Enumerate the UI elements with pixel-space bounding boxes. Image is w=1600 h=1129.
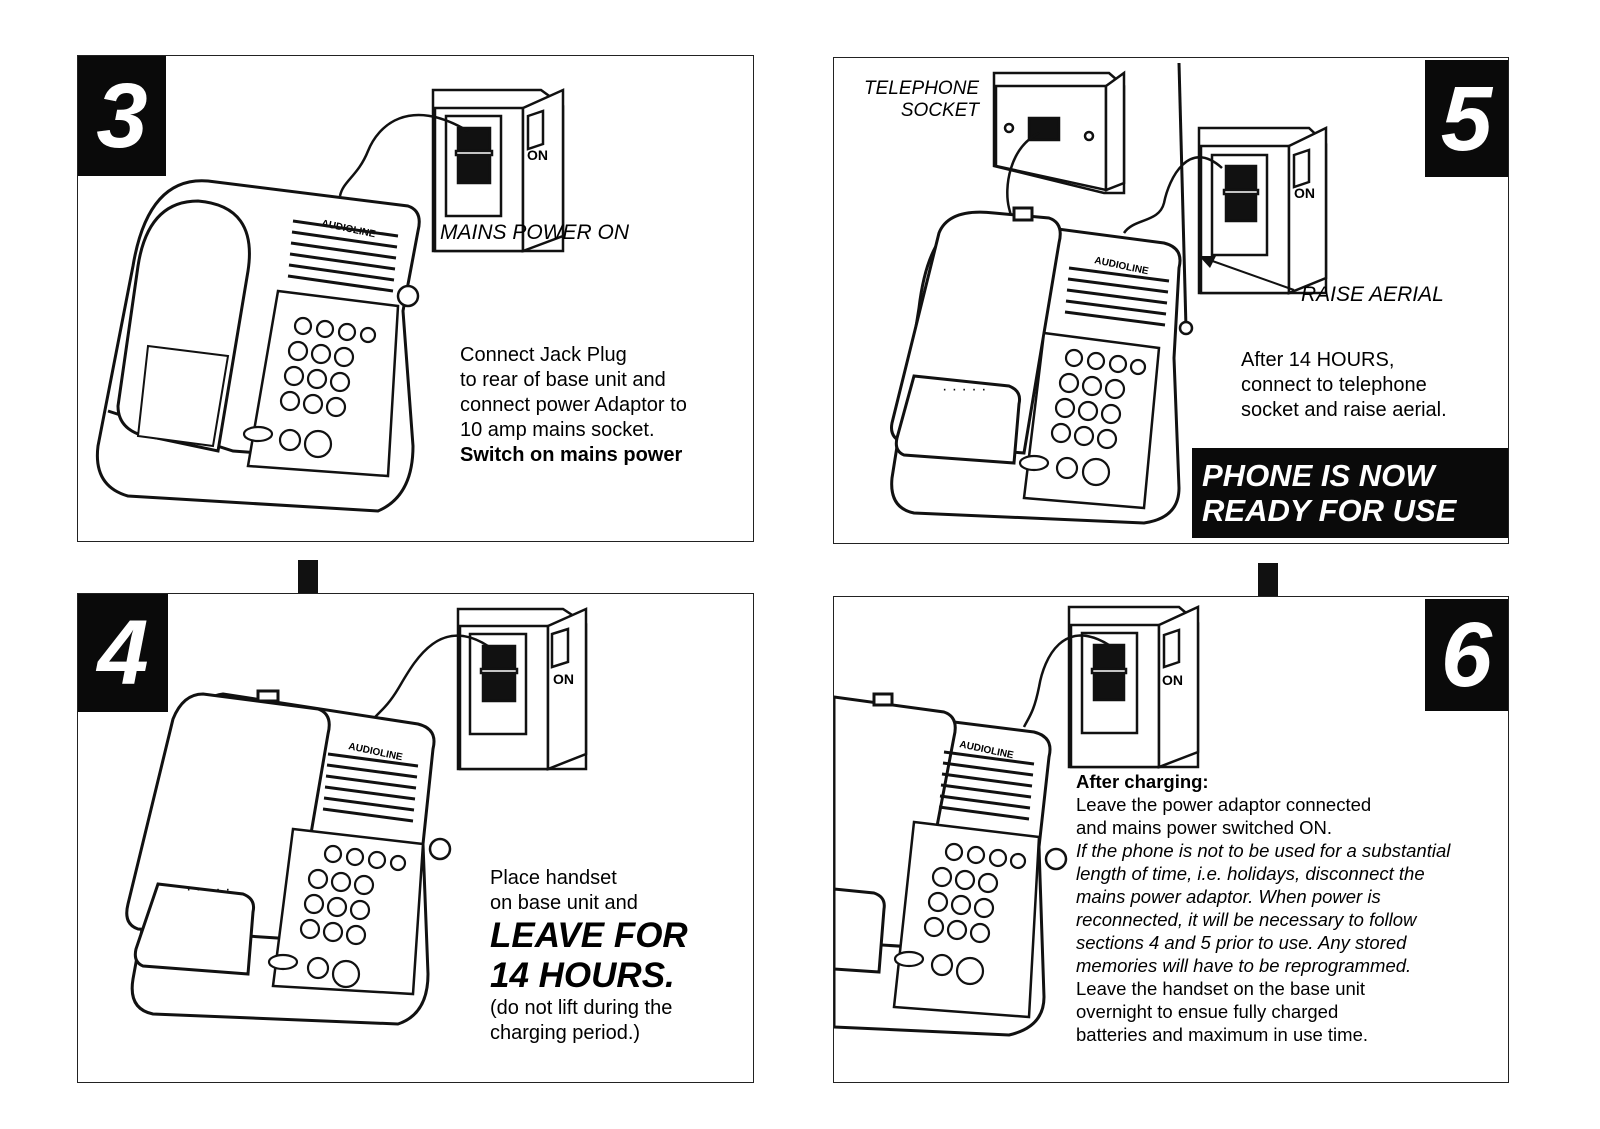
speaker-grille	[322, 752, 419, 823]
telephone-socket-label: TELEPHONE SOCKET	[864, 78, 979, 122]
wall-socket-icon	[1067, 605, 1200, 769]
keypad-buttons	[893, 842, 1027, 986]
phone-with-handset-illustration: ON · · · · · AUDIOLINE	[125, 607, 588, 1026]
panel-step-5: 5 TELEPHONE SOCKET ON	[833, 57, 1509, 544]
socket-label-line: TELEPHONE	[864, 78, 980, 99]
wall-socket-icon	[1197, 126, 1328, 295]
phone-ready-banner: PHONE IS NOW READY FOR USE	[1192, 448, 1508, 538]
text-line-italic: mains power adaptor. When power is	[1076, 886, 1381, 907]
switch-on-label: ON	[1294, 185, 1315, 201]
panel-step-6: 6 ON AUDIOLINE	[833, 596, 1509, 1083]
switch-on-label: ON	[553, 671, 574, 687]
speaker-grille	[938, 750, 1035, 821]
text-line: (do not lift during the	[490, 997, 673, 1019]
step-5-instructions: After 14 HOURS, connect to telephone soc…	[1241, 348, 1447, 423]
switch-on-label: ON	[527, 147, 548, 163]
telephone-socket-icon	[992, 70, 1126, 195]
text-line: overnight to ensue fully charged	[1076, 1001, 1339, 1022]
text-line: connect to telephone	[1241, 374, 1427, 396]
phone-base-illustration: ON AUDIOLINE	[95, 88, 565, 513]
text-line: After 14 HOURS,	[1241, 349, 1395, 371]
text-line: 10 amp mains socket.	[460, 419, 655, 441]
text-line: to rear of base unit and	[460, 369, 666, 391]
keypad-buttons	[1018, 348, 1147, 487]
speaker-grille	[1064, 266, 1170, 327]
switch-on-label: ON	[1162, 672, 1183, 688]
text-line: Place handset	[490, 867, 617, 889]
step-number-5: 5	[1425, 60, 1508, 177]
text-line: socket and raise aerial.	[1241, 399, 1447, 421]
text-line-bold: Switch on mains power	[460, 444, 683, 466]
socket-label-line: SOCKET	[900, 100, 979, 121]
ready-line: READY FOR USE	[1202, 493, 1457, 528]
phone-with-aerial-illustration: ON · · · · · AUDIOLINE	[890, 62, 1328, 525]
text-line: connect power Adaptor to	[460, 394, 687, 416]
svg-text:· · · · ·: · · · · ·	[186, 881, 230, 898]
step-3-instructions: Connect Jack Plug to rear of base unit a…	[460, 343, 687, 468]
after-charging-heading: After charging:	[1076, 771, 1209, 792]
text-line-italic: memories will have to be reprogrammed.	[1076, 955, 1412, 976]
panel-step-4: 4 ON · · · · · AUDIOLINE	[77, 593, 754, 1083]
wall-socket-icon	[456, 607, 588, 771]
step-number-4: 4	[78, 594, 168, 712]
text-line-italic: sections 4 and 5 prior to use. Any store…	[1076, 932, 1407, 953]
raise-aerial-label: RAISE AERIAL	[1301, 283, 1444, 306]
speaker-grille	[287, 219, 399, 293]
phone-base-partial-illustration: ON AUDIOLINE	[834, 605, 1200, 1037]
step-4-instructions: Place handset on base unit and LEAVE FOR…	[490, 866, 688, 1046]
text-line-italic: length of time, i.e. holidays, disconnec…	[1076, 863, 1425, 884]
keypad-buttons	[267, 844, 407, 989]
text-line: Leave the power adaptor connected	[1076, 794, 1372, 815]
keypad-buttons	[242, 316, 377, 459]
text-line: charging period.)	[490, 1022, 641, 1044]
text-line: Connect Jack Plug	[460, 344, 627, 366]
text-line-italic: If the phone is not to be used for a sub…	[1076, 840, 1451, 861]
text-line: and mains power switched ON.	[1076, 817, 1333, 838]
text-line: on base unit and	[490, 892, 638, 914]
hours-text: 14 HOURS.	[490, 956, 675, 995]
text-line: batteries and maximum in use time.	[1076, 1024, 1369, 1045]
text-line: Leave the handset on the base unit	[1076, 978, 1366, 999]
step-number-3: 3	[78, 56, 166, 176]
text-line-italic: reconnected, it will be necessary to fol…	[1076, 909, 1417, 930]
leave-for-text: LEAVE FOR	[490, 916, 688, 955]
mains-power-label: MAINS POWER ON	[440, 221, 630, 244]
step-6-instructions: After charging: Leave the power adaptor …	[1076, 770, 1450, 1046]
ready-line: PHONE IS NOW	[1202, 458, 1435, 493]
step-number-6: 6	[1425, 599, 1508, 711]
panel-step-3: 3 ON AUDIOLINE	[77, 55, 754, 542]
svg-text:· · · · ·: · · · · ·	[942, 381, 986, 398]
